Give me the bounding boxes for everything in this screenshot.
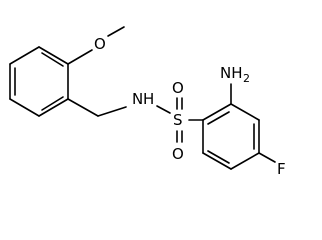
aromatic-inner-bond [207,111,230,125]
sulfonyl-oxygen-bottom-label: O [172,145,184,163]
fluoro-group: F [258,152,286,178]
bond [230,152,260,170]
sulfonyl-oxygen-top-label: O [172,79,184,97]
benzyl-linker [67,98,127,117]
bond [9,98,40,117]
sulfur-label: S [173,111,183,129]
fluorine-label: F [277,160,286,178]
nitrogen-hydrogen-label: H [143,90,154,108]
bond [258,152,276,163]
amine-subscript-label: 2 [243,72,250,85]
bond [202,152,232,170]
amine-group: NH 2 [220,64,250,105]
methoxybenzyl-ring [9,46,69,117]
methoxy-group: O [67,26,125,65]
bond [67,49,93,65]
amine-label: NH [220,64,243,82]
nitrogen-label: N [132,90,143,108]
fluoroaniline-ring [202,103,260,170]
sulfonamide-group: N H S O O [132,79,204,163]
aromatic-inner-bond [41,52,64,67]
bond [230,103,260,121]
molecule-structure-diagram: O N H S O O NH 2 F [9,26,286,178]
aromatic-inner-bond [207,150,230,164]
bond [38,98,69,117]
bond [9,46,40,65]
bond [156,105,171,114]
methoxy-oxygen-label: O [94,35,106,53]
bond [202,103,232,121]
aromatic-inner-bond [41,96,64,111]
bond [38,46,69,65]
bond [67,98,99,117]
bond [97,106,127,117]
bond [107,26,125,37]
